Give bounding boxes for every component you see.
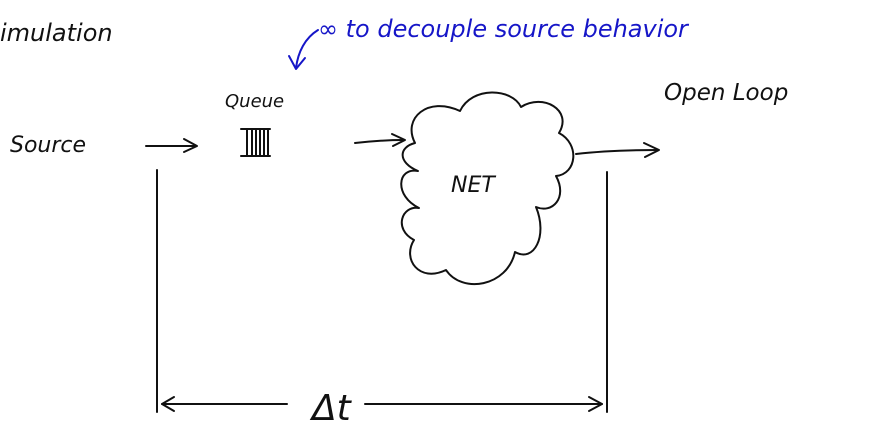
title-fragment: imulation xyxy=(0,19,113,47)
source-to-queue-arrow xyxy=(145,138,198,153)
queue-icon xyxy=(240,128,271,157)
queue-to-network-arrow xyxy=(354,133,406,147)
network-cloud xyxy=(400,91,575,286)
delta-t-label: Δt xyxy=(309,388,353,421)
mode-label: Open Loop xyxy=(664,80,788,106)
queue-label: Queue xyxy=(225,91,284,112)
annotation-pointer-arrow xyxy=(288,29,319,70)
annotation-text: ∞ to decouple source behavior xyxy=(318,15,690,43)
delta-t-dimension-line xyxy=(161,396,603,412)
source-label: Source xyxy=(10,133,86,158)
network-label: NET xyxy=(451,173,496,198)
network-output-arrow xyxy=(575,142,660,158)
